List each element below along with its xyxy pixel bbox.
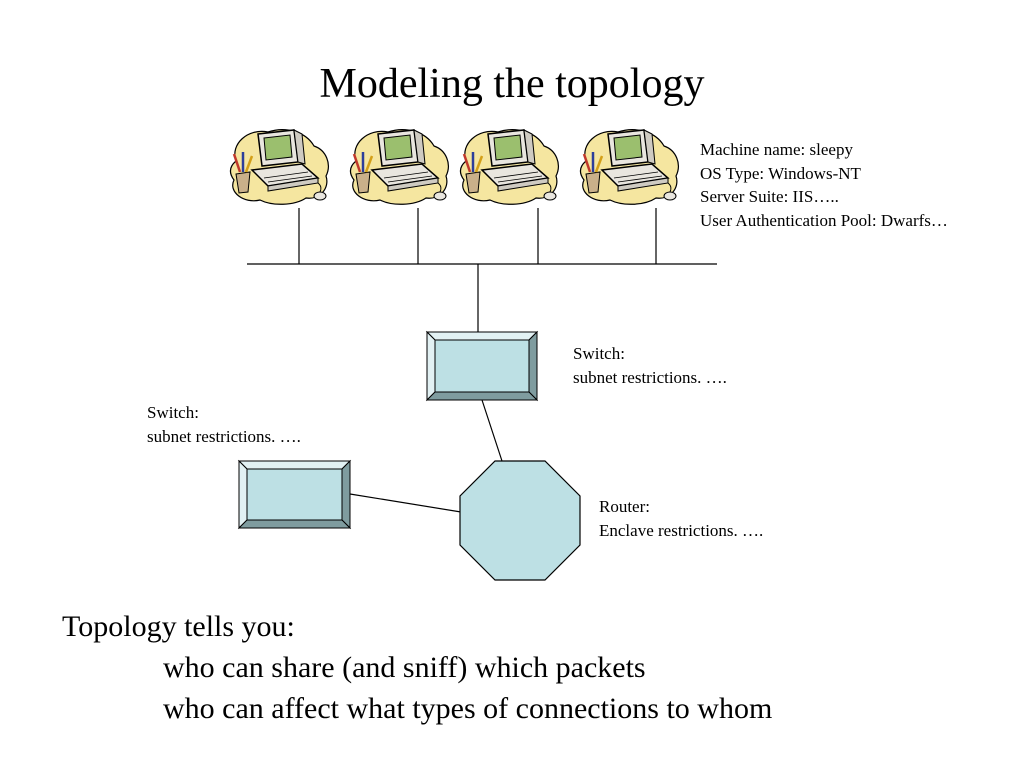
computer-icon [349, 128, 450, 206]
switch-top-label: Switch: subnet restrictions. …. [573, 342, 727, 389]
router-label: Router: Enclave restrictions. …. [599, 495, 763, 542]
page-title: Modeling the topology [319, 61, 705, 107]
switch-left-title: Switch: [147, 403, 199, 422]
computer-icon [459, 128, 560, 206]
user-auth-pool: User Authentication Pool: Dwarfs… [700, 210, 948, 230]
switch-top-title: Switch: [573, 344, 625, 363]
link-switch-router [349, 493, 462, 513]
switch-icon [425, 330, 539, 402]
switch-left-label: Switch: subnet restrictions. …. [147, 401, 301, 448]
server-suite: Server Suite: IIS….. [700, 187, 839, 206]
os-type: OS Type: Windows-NT [700, 163, 861, 183]
summary-text: Topology tells you: who can share (and s… [62, 606, 772, 729]
switch-icon [237, 459, 352, 530]
router-icon [459, 460, 581, 581]
switch-left-restrictions: subnet restrictions. …. [147, 426, 301, 446]
switch-top-restrictions: subnet restrictions. …. [573, 367, 727, 387]
router-title: Router: [599, 497, 650, 516]
machine-name: Machine name: sleepy [700, 140, 853, 159]
computer-icon [229, 128, 330, 206]
summary-heading: Topology tells you: [62, 610, 295, 643]
summary-point: who can share (and sniff) which packets [163, 651, 646, 684]
summary-point: who can affect what types of connections… [163, 692, 773, 725]
computer-icon [579, 128, 680, 206]
machine-label: Machine name: sleepy OS Type: Windows-NT… [700, 138, 948, 232]
link-switch-router [481, 399, 503, 462]
router-restrictions: Enclave restrictions. …. [599, 520, 764, 540]
